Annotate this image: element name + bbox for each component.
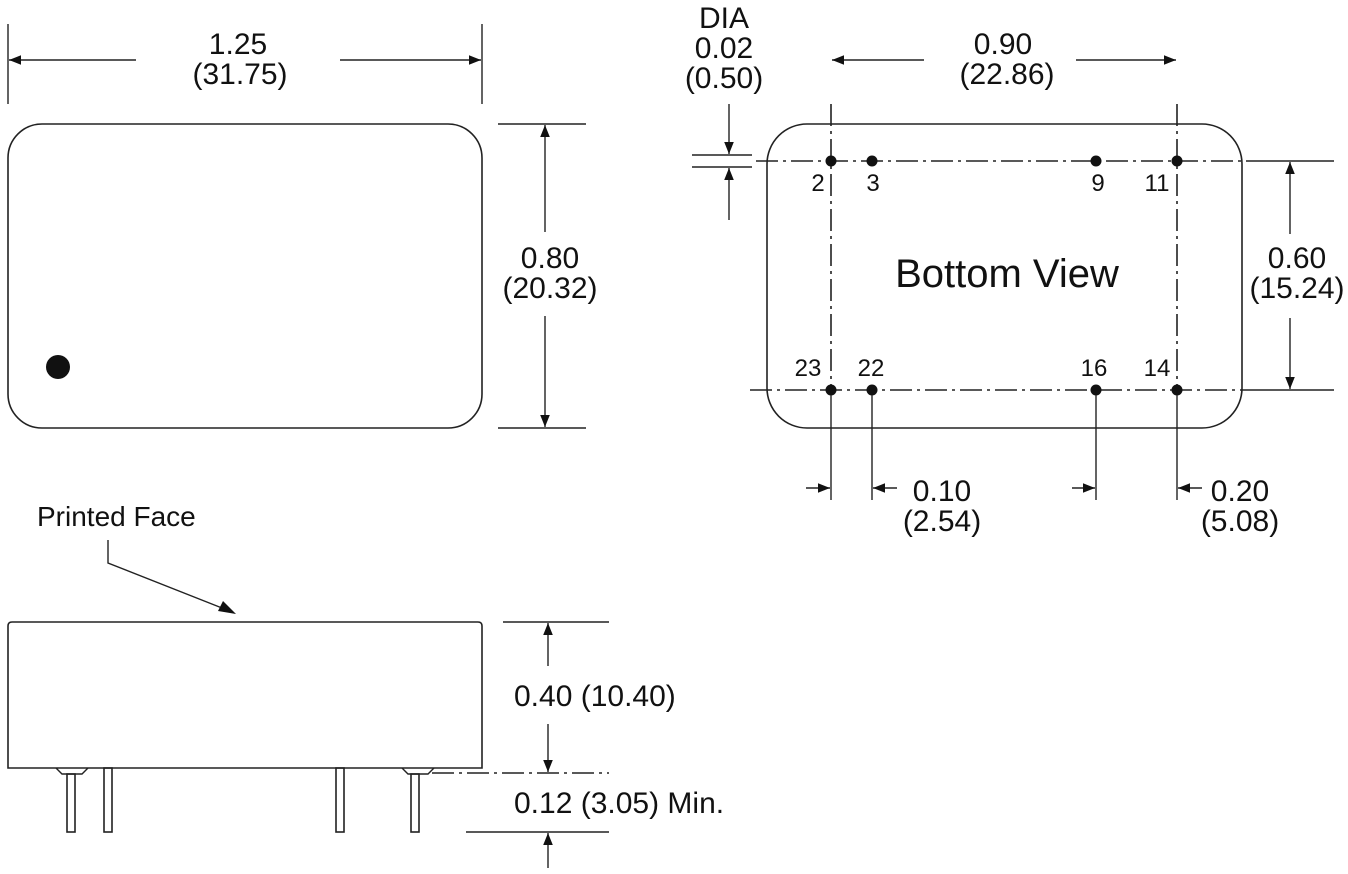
pin-2-dot: [825, 155, 837, 167]
pin-lead-4: [410, 773, 420, 833]
pin-11-label: 11: [1145, 170, 1170, 197]
span-in: 0.90: [974, 28, 1032, 61]
top-width-mm: (31.75): [192, 58, 287, 91]
pin-23-dot: [825, 384, 837, 396]
top-width-in: 1.25: [209, 28, 267, 61]
pin-3-dot: [866, 155, 878, 167]
printed-face-leader: [107, 540, 223, 609]
pin-lead-1: [66, 773, 76, 833]
pin-16-label: 16: [1081, 355, 1108, 382]
span-mm: (22.86): [959, 58, 1054, 91]
side-view-body: [7, 621, 483, 769]
bottom-view-body: [766, 123, 1243, 429]
body-height-label: 0.40 (10.40): [514, 680, 676, 713]
pin1-marker-dot: [46, 355, 70, 379]
pin-23-label: 23: [795, 355, 822, 382]
offset-mm: (5.08): [1201, 505, 1279, 538]
pin-3-label: 3: [866, 170, 879, 197]
offset-in: 0.20: [1211, 475, 1269, 508]
pin-16-dot: [1090, 384, 1102, 396]
pitch-in: 0.10: [913, 475, 971, 508]
pin-11-dot: [1171, 155, 1183, 167]
row-in: 0.60: [1268, 242, 1326, 275]
pin-9-label: 9: [1091, 170, 1104, 197]
pin-2-label: 2: [811, 170, 824, 197]
row-mm: (15.24): [1249, 272, 1344, 305]
standoff-right: [401, 767, 435, 775]
pitch-mm: (2.54): [903, 505, 981, 538]
standoff-left: [55, 767, 89, 775]
pin-22-label: 22: [858, 355, 885, 382]
printed-face-leader-arrow: [218, 601, 236, 614]
top-height-mm: (20.32): [502, 272, 597, 305]
dia-in: 0.02: [695, 32, 753, 65]
pin-lead-2: [103, 767, 113, 833]
pin-14-dot: [1171, 384, 1183, 396]
pin-22-dot: [866, 384, 878, 396]
dia-mm: (0.50): [685, 62, 763, 95]
side-view: Printed Face 0.40 (10.40) 0.12 (3.05) Mi…: [7, 501, 724, 868]
dia-label: DIA: [699, 2, 749, 35]
printed-face-label: Printed Face: [37, 501, 196, 532]
pin-9-dot: [1090, 155, 1102, 167]
pin-length-label: 0.12 (3.05) Min.: [514, 787, 724, 820]
bottom-view: 2 3 9 11 23 22 16 14 Bottom View DIA 0.0…: [685, 2, 1345, 538]
top-height-in: 0.80: [521, 242, 579, 275]
pin-14-label: 14: [1144, 355, 1171, 382]
bottom-view-title: Bottom View: [895, 252, 1119, 296]
top-view-body: [7, 123, 483, 429]
top-view: 1.25 (31.75) 0.80 (20.32): [7, 24, 598, 429]
pin-lead-3: [335, 767, 345, 833]
